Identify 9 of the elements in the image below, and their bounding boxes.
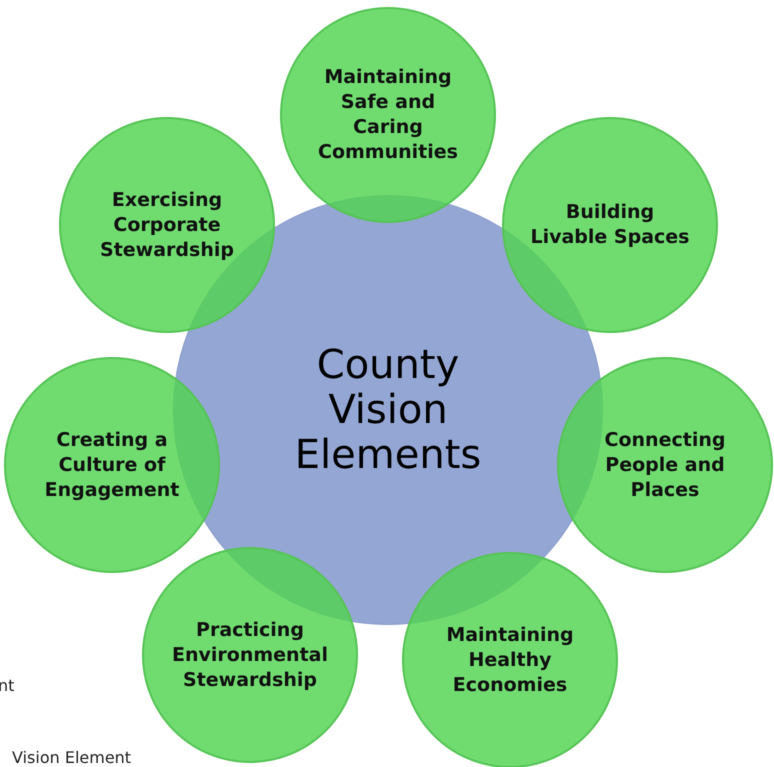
element-label: Exercising Corporate Stewardship [99, 188, 235, 262]
element-label: Practicing Environmental Stewardship [171, 618, 329, 692]
element-label: Building Livable Spaces [529, 200, 690, 250]
center-title: County Vision Elements [294, 342, 482, 478]
element-label: Maintaining Safe and Caring Communities [317, 65, 459, 165]
cut-off-text: Vision Element [12, 748, 132, 767]
element-label: Maintaining Healthy Economies [445, 622, 575, 698]
element-label: Creating a Culture of Engagement [44, 428, 180, 502]
element-label: Connecting People and Places [604, 428, 726, 502]
